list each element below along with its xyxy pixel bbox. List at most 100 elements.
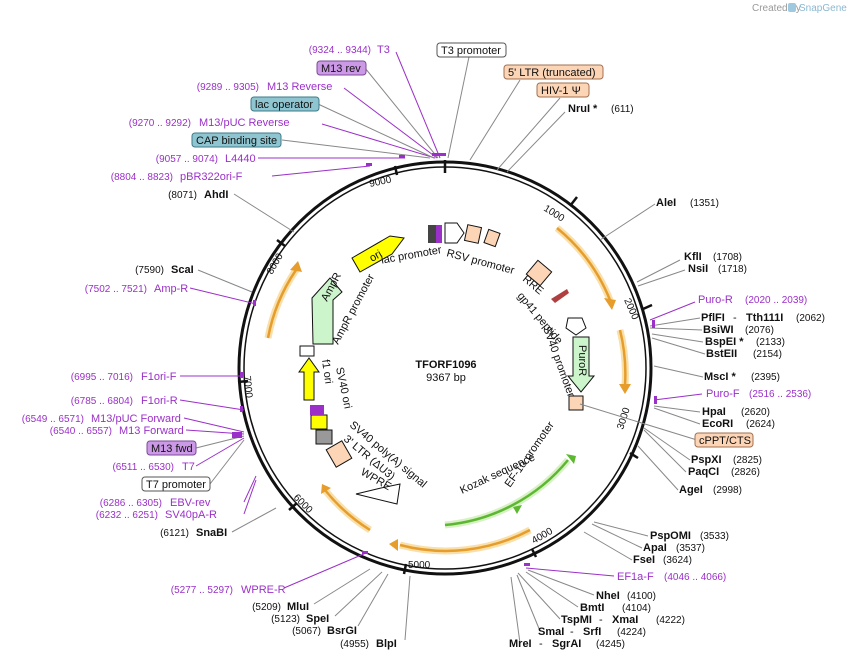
site-blpi-pos: (4955): [340, 639, 369, 650]
leader-m13-puc-reverse: [321, 123, 436, 159]
primer-labels-right: Puro-R (2020 .. 2039) Puro-F (2516 .. 25…: [617, 294, 811, 583]
site-mrei-sep: -: [539, 638, 543, 650]
leader-m13-rev: [364, 67, 439, 159]
box-cap-site: [191, 132, 282, 148]
primer-marker-m13-fwd-cluster: [232, 432, 242, 438]
primer-ef1a-f-name: EF1a-F: [617, 571, 654, 583]
leader-hiv-psi: [496, 97, 561, 171]
enzyme-labels-right: NruI * (611) AleI (1351) KflI (1708) Nsi…: [509, 103, 825, 650]
site-paqci-pos: (2826): [731, 467, 760, 478]
feature-primer-m13-stack: [310, 405, 324, 415]
center-name: TFORF1096: [415, 359, 476, 371]
primer-f1ori-f-name: F1ori-F: [141, 371, 177, 383]
leader-cap-site: [281, 139, 431, 159]
primer-pbr322-name: pBR322ori-F: [180, 171, 243, 183]
site-snabi-pos: (6121): [160, 528, 189, 539]
site-alei-name: AleI: [656, 197, 676, 209]
tick-3000: [629, 451, 639, 460]
primer-marker-puro-f: [654, 396, 657, 404]
leader-hpai: [653, 405, 701, 413]
box-t3-promoter: [436, 42, 507, 58]
feature-wpre: [355, 483, 401, 505]
tick-9000: [393, 165, 399, 176]
label-rsv-promoter: RSV promoter: [445, 247, 516, 277]
feature-hiv-psi: [483, 228, 501, 248]
leader-lac-operator: [317, 103, 435, 159]
primer-marker-pbr322: [366, 163, 372, 166]
leader-t3: [395, 51, 441, 159]
primer-marker-amp-r: [253, 300, 256, 306]
primer-t3-name: T3: [377, 44, 390, 56]
orf-arc-2-core: [618, 329, 627, 386]
site-apai-name: ApaI: [643, 542, 667, 554]
site-paqci-name: PaqCI: [688, 466, 719, 478]
leader-cppt: [579, 403, 698, 441]
site-pflfi-pos: (2062): [796, 313, 825, 324]
primer-pbr322-range: (8804 .. 8823): [111, 172, 173, 183]
leader-scai: [197, 269, 253, 293]
leader-m13-reverse: [343, 87, 438, 159]
site-nhei-pos: (4100): [627, 591, 656, 602]
primer-ebv-rev-range: (6286 .. 6305): [100, 498, 162, 509]
orf-arc-1-core: [556, 227, 612, 301]
leader-pbr322: [271, 165, 371, 177]
tick-4000: [530, 548, 538, 558]
site-blpi-name: BlpI: [376, 638, 397, 650]
box-cap-site-text: CAP binding site: [196, 135, 277, 147]
site-ecori-pos: (2624): [746, 419, 775, 430]
site-bsiwi-name: BsiWI: [703, 324, 734, 336]
primer-m13-puc-forward-name: M13/pUC Forward: [91, 413, 181, 425]
primer-marker-l4440: [399, 155, 405, 158]
primer-marker-ef1a-f: [524, 563, 530, 566]
leader-f1ori-r: [179, 399, 245, 411]
orf-arc-1-head: [604, 298, 616, 310]
site-spei-pos: (5123): [271, 614, 300, 625]
watermark-brand: SnapGene: [799, 3, 847, 14]
leader-ef1a-f: [525, 567, 615, 577]
site-snabi-name: SnaBI: [196, 527, 227, 539]
site-tspmi-name: TspMI: [561, 614, 592, 626]
site-bsteii-pos: (2154): [753, 349, 782, 360]
site-kfli-pos: (1708): [713, 252, 742, 263]
leader-ebv-rev: [243, 475, 257, 503]
site-agei-pos: (2998): [713, 485, 742, 496]
site-fsei-name: FseI: [633, 554, 655, 566]
box-cppt-text: cPPT/CTS: [699, 435, 751, 447]
leader-ahdi: [233, 193, 295, 233]
box-m13-fwd-text: M13 fwd: [151, 443, 193, 455]
snapgene-logo-icon: [788, 3, 796, 12]
leader-lines: [179, 51, 706, 644]
site-hpai-name: HpaI: [702, 406, 726, 418]
box-t3-promoter-text: T3 promoter: [441, 45, 501, 57]
site-sgrai-name: SgrAI: [552, 638, 581, 650]
feature-f1-ori: [298, 357, 320, 401]
site-tspmi-sep: -: [599, 614, 603, 626]
box-hiv-psi-text: HIV-1 Ψ: [541, 85, 581, 97]
feature-gp41: [551, 289, 569, 303]
leader-nrui: [506, 111, 566, 173]
site-nrui-pos: (611): [611, 104, 634, 115]
site-ahdi-pos: (8071): [168, 190, 197, 201]
boxed-labels: T3 promoter 5' LTR (truncated) HIV-1 Ψ M…: [141, 42, 754, 492]
label-sv40-ori: SV40 ori: [333, 366, 354, 410]
leader-blpi: [404, 575, 411, 641]
feature-ampr: [311, 277, 343, 345]
box-ltr5: [503, 64, 604, 80]
tick-label-7000: 7000: [241, 375, 254, 399]
primer-wpre-r-name: WPRE-R: [241, 584, 286, 596]
feature-cppt: [568, 395, 584, 411]
leader-pflfi: [649, 317, 701, 327]
leader-ltr5: [469, 79, 521, 161]
feature-t3-promoter: [444, 222, 465, 244]
tick-marks: [237, 165, 653, 575]
label-f1-ori: f1 ori: [319, 359, 334, 385]
primer-m13-puc-forward-range: (6549 .. 6571): [22, 414, 84, 425]
box-lac-operator-text: lac operator: [255, 99, 313, 111]
primer-marker-m13-cluster: [432, 153, 446, 156]
leader-fsei: [583, 531, 633, 561]
primer-t3-range: (9324 .. 9344): [309, 45, 371, 56]
primer-l4440-range: (9057 .. 9074): [156, 154, 218, 165]
box-hiv-psi: [536, 82, 590, 98]
feature-ltr5: [463, 224, 483, 244]
leader-pspxi: [643, 427, 691, 461]
